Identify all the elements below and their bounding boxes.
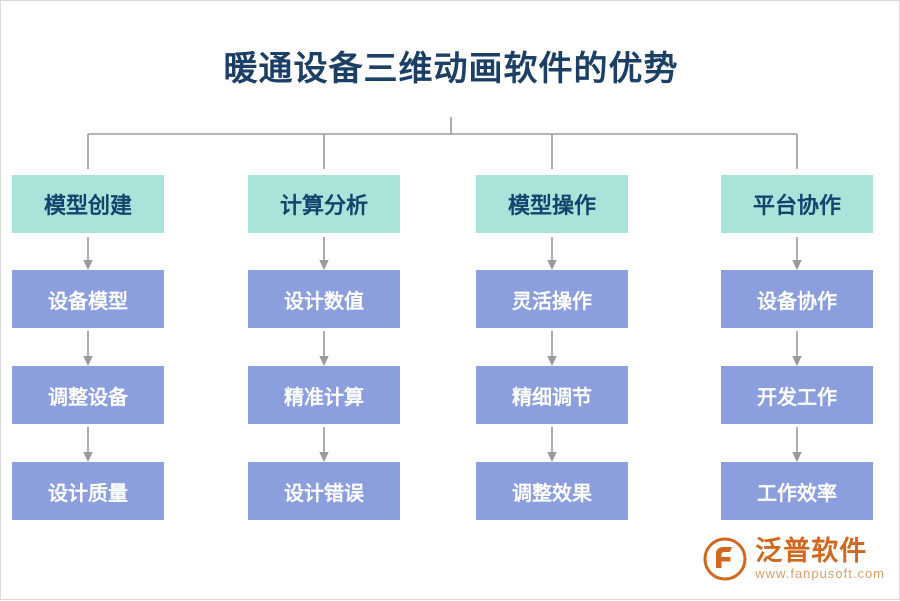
logo-name: 泛普软件 xyxy=(755,536,868,567)
branch-node-4-1[interactable]: 设备协作 xyxy=(721,270,873,328)
branch-node-1-1[interactable]: 设备模型 xyxy=(12,270,164,328)
branch-node-4-2[interactable]: 开发工作 xyxy=(721,366,873,424)
branch-node-1-3[interactable]: 设计质量 xyxy=(12,462,164,520)
branch-node-2-2[interactable]: 精准计算 xyxy=(248,366,400,424)
branch-node-3-3[interactable]: 调整效果 xyxy=(476,462,628,520)
branch-header-4[interactable]: 平台协作 xyxy=(721,175,873,233)
page-title: 暖通设备三维动画软件的优势 xyxy=(223,51,679,88)
branch-node-2-1[interactable]: 设计数值 xyxy=(248,270,400,328)
branch-node-2-3[interactable]: 设计错误 xyxy=(248,462,400,520)
logo-text: 泛普软件 www.fanpusoft.com xyxy=(755,536,885,581)
logo-mark-icon xyxy=(703,537,747,581)
branch-node-1-2[interactable]: 调整设备 xyxy=(12,366,164,424)
branch-node-3-1[interactable]: 灵活操作 xyxy=(476,270,628,328)
branch-header-3[interactable]: 模型操作 xyxy=(476,175,628,233)
branch-node-3-2[interactable]: 精细调节 xyxy=(476,366,628,424)
logo-url: www.fanpusoft.com xyxy=(755,565,885,581)
brand-logo[interactable]: 泛普软件 www.fanpusoft.com xyxy=(703,531,885,587)
branch-node-4-3[interactable]: 工作效率 xyxy=(721,462,873,520)
branch-header-2[interactable]: 计算分析 xyxy=(248,175,400,233)
branch-header-1[interactable]: 模型创建 xyxy=(12,175,164,233)
